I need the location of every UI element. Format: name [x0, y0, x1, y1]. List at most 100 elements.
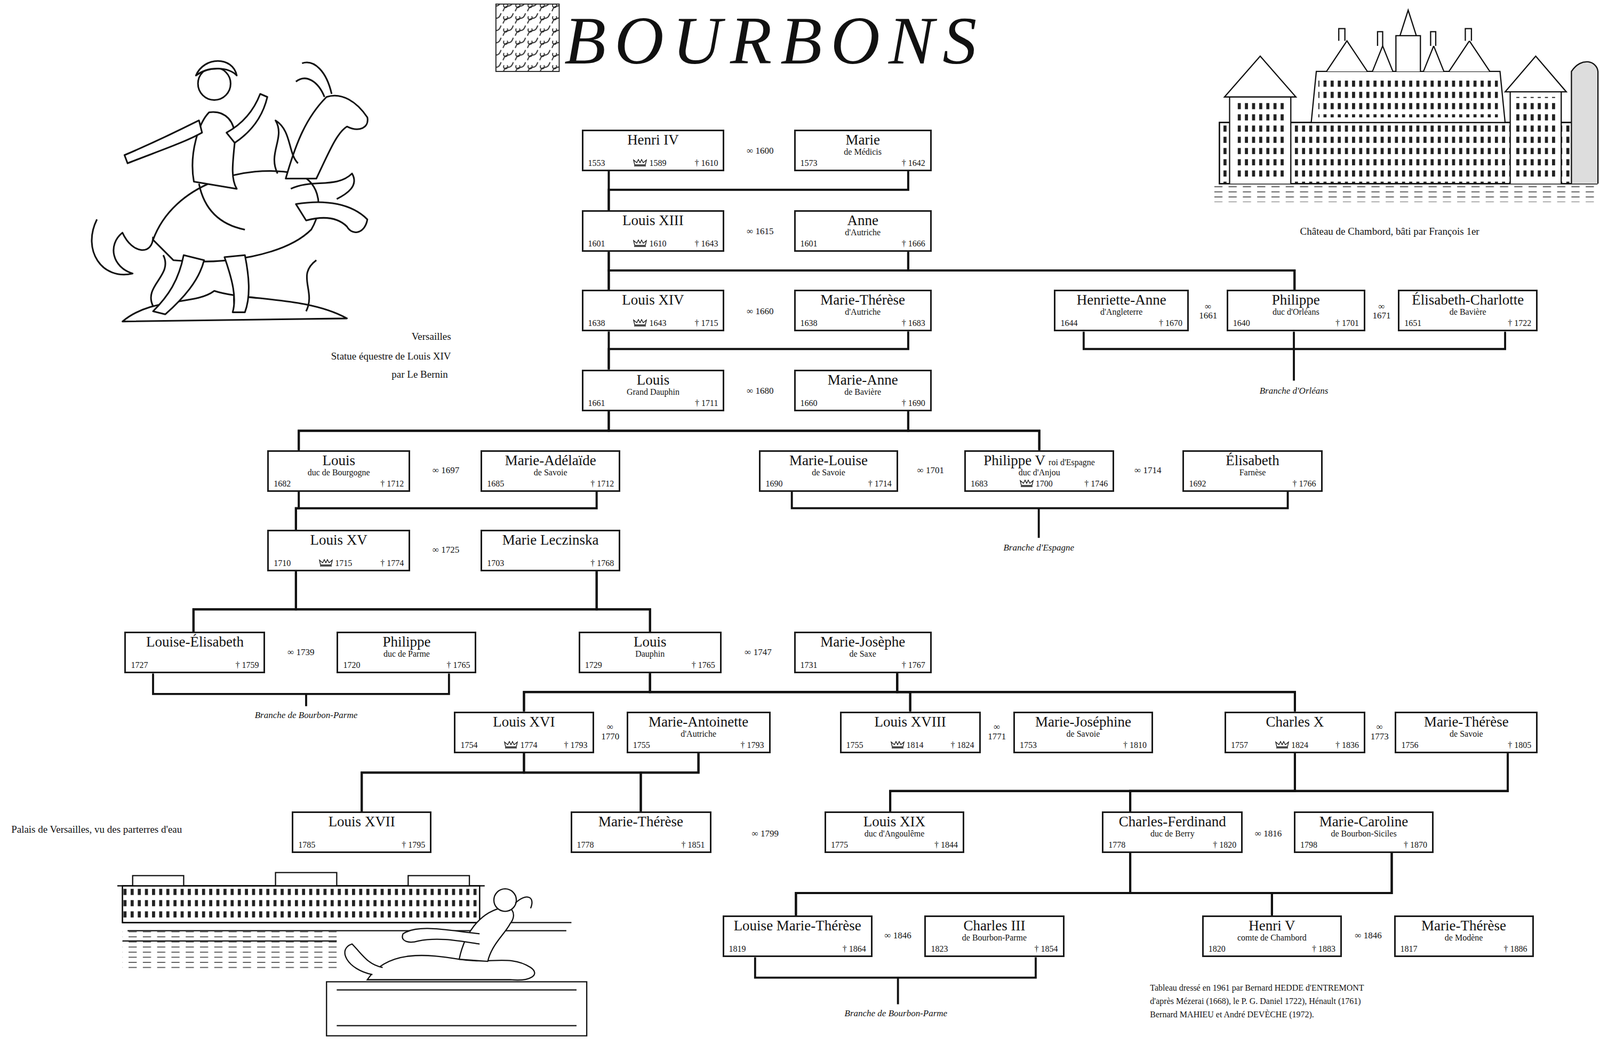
- descent-line: [193, 571, 597, 632]
- years-row: 1640† 1701: [1233, 317, 1359, 328]
- person-box: Marie-Annede Bavière1660† 1690: [794, 369, 932, 412]
- name-row: Marie-Anne: [800, 372, 926, 388]
- caption-text: Château de Chambord, bâti par François 1…: [1299, 225, 1481, 238]
- person-name: Marie-Joséphine: [1035, 714, 1132, 730]
- person-box: Louis XIXduc d'Angoulême1775† 1844: [824, 811, 965, 853]
- equestrian-statue: [153, 170, 319, 262]
- person-name: Anne: [846, 212, 878, 229]
- years-row: 1643: [633, 317, 667, 328]
- title: BOURBONS: [564, 3, 986, 78]
- birth-year: 1720: [342, 659, 360, 670]
- person-name: Louis XIV: [621, 292, 684, 308]
- death-year: † 1810: [1123, 739, 1147, 750]
- birth-year: 1820: [1208, 943, 1226, 954]
- descent-line: [523, 673, 898, 711]
- box-head: Élisabeth-Charlottede Bavière: [1404, 292, 1532, 317]
- years-row: 1692: [1188, 478, 1206, 489]
- years-row: † 1810: [1123, 739, 1147, 750]
- years-row: † 1722: [1507, 317, 1532, 328]
- marriage-label: ∞ 1799: [750, 828, 780, 839]
- name-row: Louis XIX: [830, 813, 958, 830]
- name-row: Louis: [588, 372, 719, 388]
- caption-text: d'après Mézerai (1668), le P. G. Daniel …: [1148, 996, 1362, 1006]
- years-row: 1729: [585, 659, 603, 670]
- death-year: † 1765: [446, 659, 470, 670]
- death-year: † 1774: [380, 557, 404, 568]
- box-head: Marie-Louisede Savoie: [765, 452, 892, 477]
- person-name: Louis XV: [310, 532, 368, 548]
- title-ornament: [496, 4, 560, 72]
- years-row: 1819† 1864: [729, 943, 867, 954]
- birth-year: 1710: [273, 557, 291, 568]
- marriage-label: ∞ 1697: [431, 465, 461, 476]
- person-box: Marie-Louisede Savoie1690† 1714: [758, 450, 898, 492]
- person-box: Louis XVII1785† 1795: [291, 811, 432, 853]
- reign-year: 1700: [1035, 478, 1053, 489]
- years-row: † 1701: [1335, 317, 1359, 328]
- box-head: Marie-Thérèsed'Autriche: [800, 292, 926, 317]
- years-row: 1754: [460, 739, 478, 750]
- person-name: Philippe: [1272, 292, 1320, 308]
- birth-year: 1601: [800, 238, 818, 249]
- crown-icon: [633, 238, 647, 248]
- death-year: † 1666: [901, 238, 926, 249]
- years-row: 1685 † 1712: [486, 478, 614, 489]
- descent-line: [523, 753, 641, 812]
- name-row: Marie-Thérèse: [800, 292, 926, 308]
- person-box: Marie-Carolinede Bourbon-Siciles1798† 18…: [1293, 811, 1434, 853]
- name-row: Henri IV: [588, 132, 719, 148]
- name-row: Philippe Vroi d'Espagne: [970, 452, 1108, 469]
- marriage-label: ∞ 1846: [1354, 930, 1383, 942]
- equestrian-statue: [285, 95, 368, 179]
- box-head: Marie-Antoinetted'Autriche: [633, 714, 765, 739]
- box-head: Marie-Joséphinede Savoie: [1019, 714, 1147, 739]
- equestrian-statue: [198, 183, 245, 230]
- birth-year: 1692: [1188, 478, 1206, 489]
- palais-de-versailles: [345, 944, 383, 975]
- equestrian-statue: [91, 219, 154, 275]
- birth-year: 1798: [1300, 839, 1318, 850]
- years-row: 17101715† 1774: [273, 557, 404, 568]
- equestrian-statue: [296, 202, 368, 232]
- marriage-label: ∞ 1661: [1197, 301, 1219, 322]
- birth-year: 1685: [486, 478, 504, 489]
- birth-year: 1683: [970, 478, 988, 489]
- years-row: † 1690: [901, 397, 926, 408]
- palais-de-versailles: [122, 885, 480, 923]
- branch-label: Branche de Bourbon-Parme: [843, 1008, 949, 1019]
- years-row: 1660† 1690: [800, 397, 926, 408]
- reign-year: 1589: [649, 157, 667, 168]
- marriage-label: ∞ 1714: [1133, 465, 1163, 476]
- name-row: Marie-Louise: [765, 452, 892, 469]
- box-head: Louise Marie-Thérèse: [729, 917, 867, 934]
- marriage-label: ∞ 1773: [1369, 722, 1390, 742]
- death-year: † 1643: [694, 238, 718, 249]
- birth-year: 1756: [1401, 739, 1419, 750]
- name-row: Marie-Thérèse: [1401, 714, 1532, 730]
- name-row: Marie-Caroline: [1300, 813, 1428, 830]
- birth-year: 1755: [633, 739, 651, 750]
- years-row: † 1712: [380, 478, 404, 489]
- years-row: 1820 † 1883: [1208, 943, 1336, 954]
- branch-label: Branche d'Orléans: [1258, 385, 1330, 397]
- person-box: Louisduc de Bourgogne1682† 1712: [267, 450, 411, 492]
- years-row: † 1746: [1084, 478, 1108, 489]
- descent-line: [193, 571, 296, 632]
- equestrian-statue: [226, 93, 268, 143]
- name-row: Charles X: [1230, 714, 1359, 730]
- death-year: † 1715: [694, 317, 718, 328]
- name-row: Élisabeth-Charlotte: [1404, 292, 1532, 308]
- descent-line: [1272, 852, 1392, 916]
- years-row: 1820: [1208, 943, 1226, 954]
- person-title: de Savoie: [765, 467, 892, 477]
- years-row: 16011610† 1643: [588, 238, 719, 249]
- marriage-label: ∞ 1770: [600, 722, 621, 742]
- years-row: † 1712: [590, 478, 614, 489]
- years-row: † 1714: [868, 478, 892, 489]
- name-row: Louis XIII: [588, 212, 719, 229]
- person-box: Louis XIV16381643† 1715: [581, 289, 725, 332]
- person-name: Charles-Ferdinand: [1118, 813, 1227, 830]
- years-row: 1720 † 1765: [342, 659, 470, 670]
- box-head: Henri IV: [588, 132, 719, 148]
- death-year: † 1883: [1312, 943, 1336, 954]
